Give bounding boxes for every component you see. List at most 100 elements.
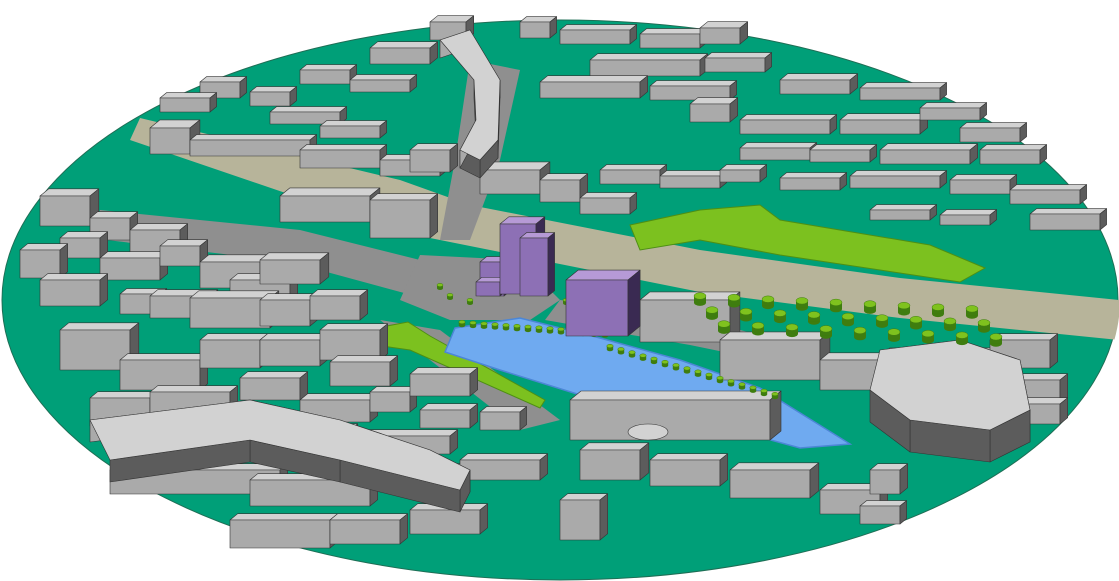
roof <box>729 462 820 471</box>
roof <box>129 223 188 231</box>
roof <box>329 355 399 363</box>
front-face <box>859 87 941 101</box>
front-face <box>319 125 381 139</box>
side-face <box>639 442 650 481</box>
side-face <box>429 41 439 65</box>
roof <box>569 390 782 401</box>
front-face <box>579 449 641 481</box>
building <box>409 367 479 397</box>
front-face <box>259 339 321 367</box>
front-face <box>149 127 191 155</box>
front-face <box>409 509 481 535</box>
front-face <box>239 377 301 401</box>
roof <box>579 442 650 451</box>
tree <box>458 319 466 328</box>
front-face <box>779 79 851 95</box>
side-face <box>359 289 369 321</box>
front-face <box>329 361 391 387</box>
side-face <box>389 355 399 387</box>
building <box>319 120 387 139</box>
tree <box>535 325 543 333</box>
building <box>704 52 772 73</box>
roof <box>1029 208 1107 215</box>
building <box>249 86 297 107</box>
tree <box>628 350 636 358</box>
tree <box>694 369 702 377</box>
roof <box>939 209 997 216</box>
side-face <box>379 323 389 361</box>
side-face <box>1019 122 1027 143</box>
building <box>259 252 330 285</box>
tree <box>502 323 510 331</box>
front-face <box>659 175 721 189</box>
side-face <box>469 403 479 429</box>
tree <box>819 325 833 339</box>
side-face <box>629 192 637 215</box>
front-face <box>579 197 631 215</box>
building <box>699 21 749 45</box>
roof <box>89 399 471 491</box>
front-face <box>259 259 321 285</box>
tree <box>617 347 625 355</box>
front-face <box>189 297 271 329</box>
side-face <box>1099 208 1107 231</box>
front-face <box>39 195 91 227</box>
roof <box>269 106 347 113</box>
building <box>579 192 637 215</box>
building <box>859 500 907 525</box>
front-face <box>199 339 261 369</box>
building <box>59 231 108 259</box>
front-face <box>369 199 431 239</box>
tree <box>491 322 499 330</box>
tree <box>480 321 488 329</box>
building <box>559 493 609 541</box>
roof <box>19 243 68 251</box>
roof <box>779 172 847 179</box>
roof <box>649 453 729 461</box>
side-face <box>869 144 877 163</box>
front-face <box>229 519 331 549</box>
tree <box>841 312 855 327</box>
front-face <box>249 91 291 107</box>
tree <box>761 295 775 310</box>
tree <box>989 333 1003 347</box>
building <box>1029 208 1107 231</box>
building <box>779 172 847 191</box>
roof <box>369 386 417 393</box>
front-face <box>589 59 701 77</box>
tree <box>557 327 565 335</box>
side-face <box>379 120 387 139</box>
building <box>189 134 317 157</box>
side-face <box>1079 184 1087 205</box>
plaza-rotunda <box>627 423 669 441</box>
roof <box>659 170 727 177</box>
roof <box>699 21 749 29</box>
front-face <box>739 147 811 161</box>
building <box>589 53 709 77</box>
roof <box>89 391 158 399</box>
front-face <box>839 119 921 135</box>
side-face <box>729 97 739 123</box>
roof <box>369 41 439 49</box>
side-face <box>547 232 555 297</box>
front-face <box>1029 213 1101 231</box>
roof <box>849 170 947 177</box>
tree <box>513 323 521 332</box>
roof <box>879 143 979 151</box>
tree <box>863 300 877 314</box>
roof <box>809 144 877 151</box>
building-masses <box>19 15 1107 549</box>
building <box>739 114 837 135</box>
tree <box>773 309 787 324</box>
front-face <box>729 469 811 499</box>
side-face <box>989 209 997 226</box>
roof <box>739 114 837 121</box>
building <box>739 142 817 161</box>
roof <box>199 254 270 263</box>
side-face <box>969 143 979 165</box>
front-face <box>704 57 766 73</box>
tree <box>853 326 867 341</box>
front-face <box>409 373 471 397</box>
roof <box>299 144 387 151</box>
